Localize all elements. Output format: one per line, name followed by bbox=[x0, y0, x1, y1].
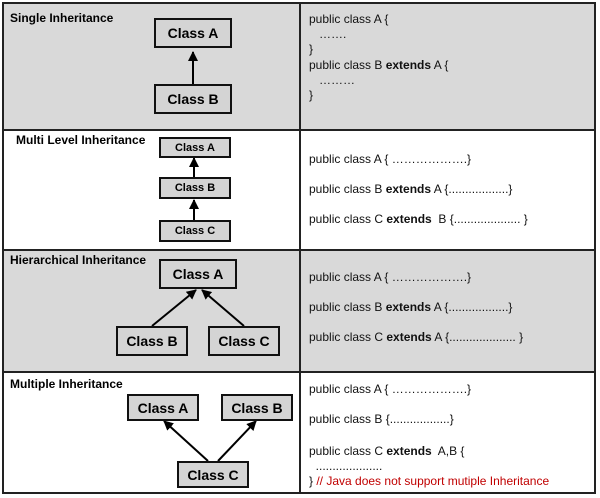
code-line: public class B extends A {..............… bbox=[309, 300, 513, 314]
class-a-box: Class A bbox=[127, 394, 199, 421]
table-border-left bbox=[2, 2, 4, 494]
class-c-box: Class C bbox=[159, 220, 231, 242]
code-line: public class A { ……………….} bbox=[309, 382, 472, 396]
code-line: ……… bbox=[309, 73, 356, 87]
class-b-box: Class B bbox=[154, 84, 232, 114]
code-line: public class B {..................} bbox=[309, 412, 454, 426]
code-line: public class B extends A {..............… bbox=[309, 182, 513, 196]
arrow-b-to-a bbox=[151, 289, 197, 327]
section-title: Multiple Inheritance bbox=[10, 377, 123, 391]
extends-keyword: extends bbox=[385, 58, 432, 72]
class-b-box: Class B bbox=[159, 177, 231, 199]
class-a-box: Class A bbox=[159, 259, 237, 289]
arrow-c-to-b bbox=[217, 420, 257, 462]
arrow-c-to-a bbox=[201, 289, 245, 327]
class-a-box: Class A bbox=[159, 137, 231, 158]
section-title: Multi Level Inheritance bbox=[16, 133, 146, 147]
code-line: ……. bbox=[309, 27, 347, 41]
code-line: public class A { bbox=[309, 12, 389, 26]
code-line: } bbox=[309, 88, 314, 102]
java-note: // Java does not support mutiple Inherit… bbox=[313, 474, 550, 488]
code-line: } bbox=[309, 42, 314, 56]
column-divider bbox=[299, 2, 301, 494]
class-c-box: Class C bbox=[208, 326, 280, 356]
code-line: .................... bbox=[309, 459, 383, 473]
code-line: public class C extends A,B { bbox=[309, 444, 465, 458]
code-line: public class A { ……………….} bbox=[309, 152, 472, 166]
extends-keyword: extends bbox=[385, 182, 432, 196]
extends-keyword: extends bbox=[386, 330, 432, 344]
class-b-box: Class B bbox=[221, 394, 293, 421]
extends-keyword: extends bbox=[385, 300, 432, 314]
code-line: public class C extends B {..............… bbox=[309, 212, 528, 226]
section-title: Single Inheritance bbox=[10, 11, 114, 25]
class-a-box: Class A bbox=[154, 18, 232, 48]
section-title: Hierarchical Inheritance bbox=[10, 253, 147, 267]
code-line: public class B extends A { bbox=[309, 58, 449, 72]
class-c-box: Class C bbox=[177, 461, 249, 488]
code-line: } // Java does not support mutiple Inher… bbox=[309, 474, 550, 488]
code-line: public class A { ……………….} bbox=[309, 270, 472, 284]
table-border-right bbox=[594, 2, 596, 494]
code-line: public class C extends A {..............… bbox=[309, 330, 524, 344]
arrow-c-to-a bbox=[163, 420, 209, 462]
extends-keyword: extends bbox=[386, 444, 432, 458]
class-b-box: Class B bbox=[116, 326, 188, 356]
extends-keyword: extends bbox=[386, 212, 432, 226]
